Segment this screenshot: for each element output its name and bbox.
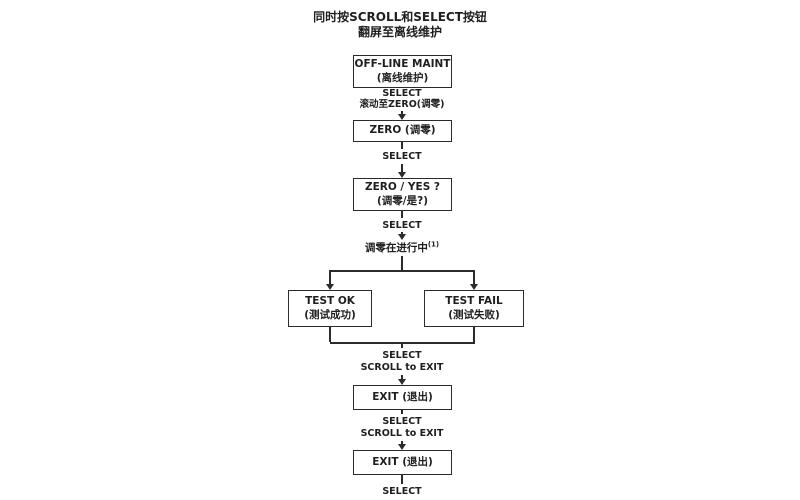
- node-zero-line1: ZERO (调零): [369, 124, 436, 137]
- arrow-down-icon: [398, 379, 406, 385]
- header-instruction: 同时按SCROLL和SELECT按钮 翻屏至离线维护: [0, 10, 800, 40]
- node-test-ok-line2: (测试成功): [304, 308, 356, 321]
- status-zero-in-progress: 调零在进行中(1): [364, 240, 440, 254]
- node-test-fail-line2: (测试失败): [448, 308, 500, 321]
- arrow-down-icon: [470, 284, 478, 290]
- arrow-down-icon: [398, 234, 406, 240]
- branch-split-line: [330, 270, 475, 272]
- connector-label-select-3: SELECT: [382, 220, 422, 231]
- connector-label-select-6: SELECT: [382, 486, 422, 497]
- arrow-down-icon: [398, 172, 406, 178]
- node-zero-yes-line2: (调零/是?): [376, 194, 429, 207]
- branch-merge-line: [330, 342, 475, 344]
- node-offline-maint: OFF-LINE MAINT (离线维护): [353, 55, 452, 88]
- connector-line: [401, 410, 403, 414]
- connector-line: [329, 327, 331, 342]
- node-exit-1: EXIT (退出): [353, 385, 452, 410]
- header-line-1: 同时按SCROLL和SELECT按钮: [313, 10, 487, 24]
- connector-line: [401, 441, 403, 444]
- connector-line: [401, 375, 403, 379]
- node-exit-2-line1: EXIT (退出): [372, 455, 433, 468]
- node-test-fail-line1: TEST FAIL: [445, 294, 503, 307]
- node-exit-1-line1: EXIT (退出): [372, 390, 433, 403]
- connector-label-select-1: SELECT: [382, 88, 422, 99]
- node-zero-yes: ZERO / YES ? (调零/是?): [353, 178, 452, 211]
- connector-label-select-2: SELECT: [382, 151, 422, 162]
- node-test-ok-line1: TEST OK: [305, 294, 355, 307]
- connector-line: [401, 232, 403, 235]
- connector-label-select-5: SELECT: [382, 416, 422, 427]
- connector-line: [401, 475, 403, 484]
- connector-label-scroll-to-exit-1: SCROLL to EXIT: [360, 362, 444, 373]
- connector-label-scroll-to-exit-2: SCROLL to EXIT: [360, 428, 444, 439]
- connector-line: [401, 342, 403, 348]
- connector-line: [473, 270, 475, 284]
- connector-line: [401, 256, 403, 270]
- node-zero: ZERO (调零): [353, 120, 452, 142]
- connector-label-select-4: SELECT: [382, 350, 422, 361]
- header-line-2: 翻屏至离线维护: [357, 25, 442, 39]
- node-test-ok: TEST OK (测试成功): [288, 290, 372, 327]
- connector-line: [329, 270, 331, 284]
- arrow-down-icon: [326, 284, 334, 290]
- connector-line: [401, 142, 403, 149]
- footnote-marker: (1): [427, 240, 440, 249]
- status-zero-in-progress-text: 调零在进行中: [364, 242, 428, 254]
- connector-line: [401, 164, 403, 172]
- connector-line: [401, 211, 403, 218]
- connector-line: [473, 327, 475, 342]
- node-zero-yes-line1: ZERO / YES ?: [364, 180, 441, 193]
- node-offline-maint-line2: (离线维护): [376, 71, 429, 84]
- node-offline-maint-line1: OFF-LINE MAINT: [354, 57, 451, 70]
- connector-line: [401, 111, 403, 115]
- connector-label-scroll-to-zero: 滚动至ZERO(调零): [359, 99, 445, 110]
- arrow-down-icon: [398, 444, 406, 450]
- arrow-down-icon: [398, 114, 406, 120]
- node-exit-2: EXIT (退出): [353, 450, 452, 475]
- node-test-fail: TEST FAIL (测试失败): [424, 290, 524, 327]
